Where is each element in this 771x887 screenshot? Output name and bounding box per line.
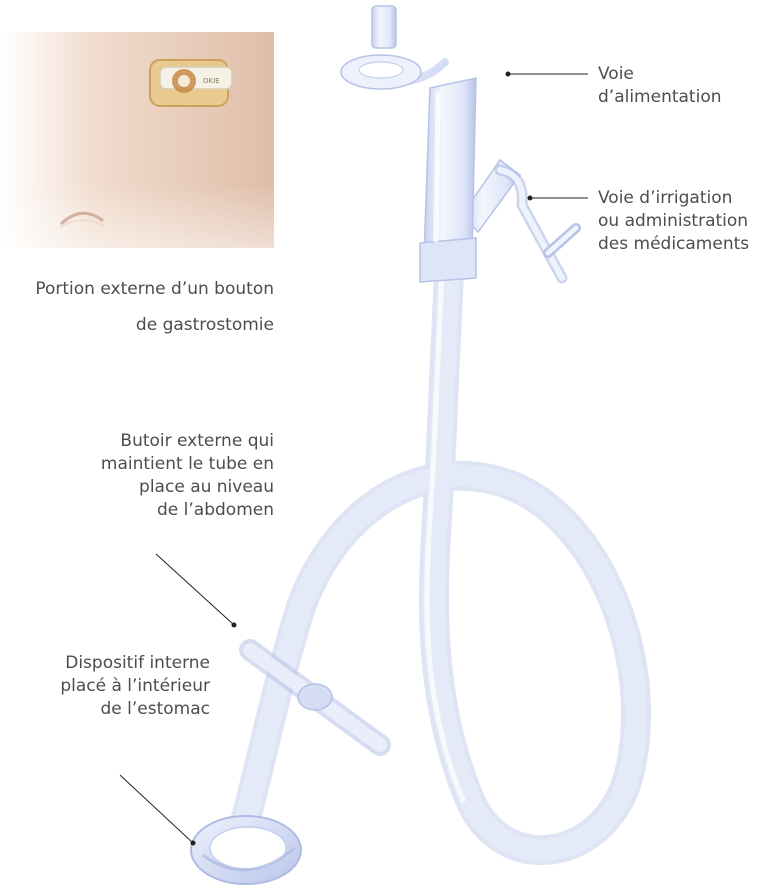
external-bumper-label: Butoir externe qui maintient le tube en … [0,430,274,522]
leader-internal-device [120,775,193,843]
leader-dot-irrigation [528,196,533,201]
feeding-port-hub [420,78,476,282]
button-device-icon: OKIE [150,60,232,106]
gastrostomy-button-photo: OKIE [0,32,274,248]
leader-dot-external-bumper [232,623,237,628]
internal-retention-device [191,816,301,884]
button-brand-text: OKIE [203,77,220,85]
leader-external-bumper [156,554,234,625]
irrigation-port [462,160,576,278]
leader-dot-internal-device [191,841,196,846]
photo-caption: Portion externe d’un bouton de gastrosto… [6,271,274,343]
internal-device-label: Dispositif interne placé à l’intérieur d… [0,652,210,721]
leader-dot-feeding [506,72,511,77]
feeding-port-label: Voie d’alimentation [598,63,722,109]
irrigation-port-label: Voie d’irrigation ou administration des … [598,187,749,256]
